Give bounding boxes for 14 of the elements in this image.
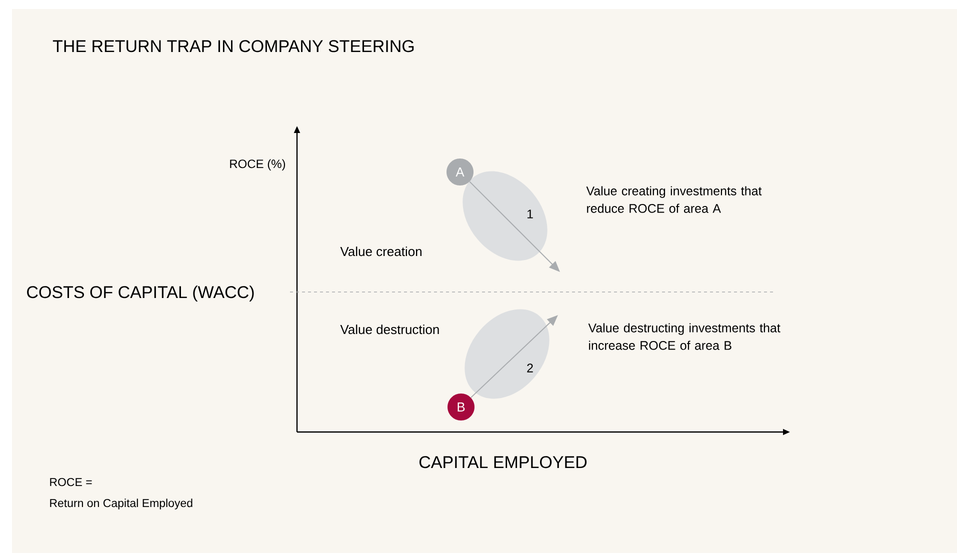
region-label: Value creation xyxy=(340,246,422,256)
note: Return on Capital Employed xyxy=(50,498,192,510)
edge-label: 1 xyxy=(528,210,533,218)
title: THE RETURN TRAP IN COMPANY STEERING xyxy=(52,40,414,52)
description: Value destructing investments that increase ROCE of area B xyxy=(588,323,780,350)
arrow xyxy=(470,315,558,398)
region-label: Value destruction xyxy=(340,324,439,334)
arrow xyxy=(469,181,560,272)
axis-label: ROCE (%) xyxy=(230,159,286,170)
axis-label: CAPITAL EMPLOYED xyxy=(419,456,587,468)
axis-label: COSTS OF CAPITAL (WACC) xyxy=(27,286,254,302)
edge-label: 2 xyxy=(527,364,533,372)
description: Value creating investments that reduce ROCE of area A xyxy=(586,186,762,213)
note: ROCE = xyxy=(50,478,92,486)
